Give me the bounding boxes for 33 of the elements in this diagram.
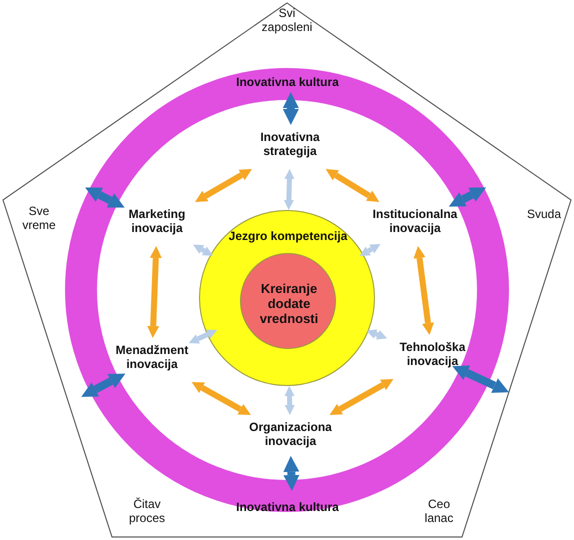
double-arrow [193,244,214,256]
innovation-label: Organizaciona inovacija [238,420,343,454]
corner-label: Sve vreme [21,204,57,232]
double-arrow [283,456,300,491]
ring-label: Inovativna kultura [235,75,340,89]
corner-label: Svuda [526,207,562,221]
double-arrow [326,169,380,202]
double-arrow [195,168,252,202]
ring-label: Inovativna kultura [235,500,340,514]
corner-label: Ceo lanac [424,497,454,525]
double-arrow [366,329,388,340]
double-arrow [452,366,510,393]
double-arrow [284,386,295,415]
double-arrow [284,169,294,210]
double-arrow [330,379,394,415]
innovation-label: Tehnološka inovacija [390,340,475,374]
innovation-label: Inovativna strategija [245,130,335,164]
double-arrow [360,244,380,256]
corner-label: Svi zaposleni [260,6,314,34]
double-arrow [282,92,299,125]
innovation-label: Marketing inovacija [112,207,202,241]
circle-label: Jezgro kompetencija [228,229,348,243]
double-arrow [147,246,162,338]
double-arrow [192,382,251,416]
double-arrow [414,246,434,335]
double-arrow [81,374,126,397]
innovation-label: Institucionalna inovacija [365,207,465,241]
circle-label: Kreiranje dodate vrednosti [258,281,320,326]
double-arrow [188,330,218,344]
innovation-label: Menadžment inovacija [110,343,194,377]
corner-label: Čitav proces [128,497,166,525]
double-arrow [85,188,125,208]
double-arrow [448,187,486,207]
